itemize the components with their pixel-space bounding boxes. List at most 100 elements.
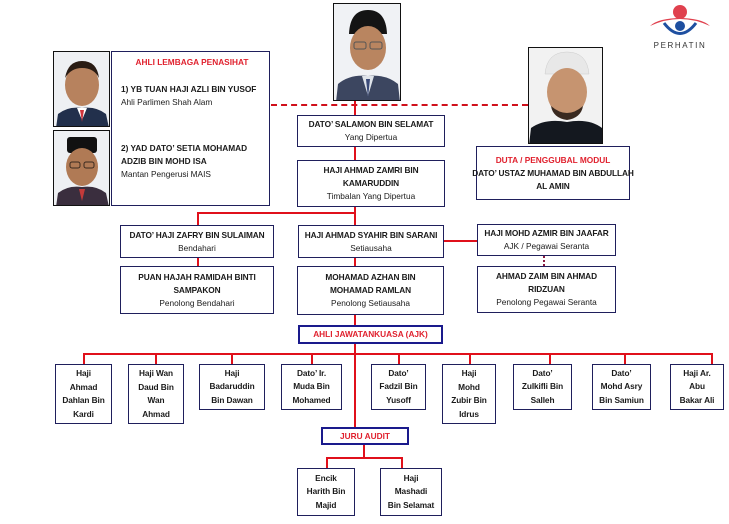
audit-header: JURU AUDIT — [321, 427, 409, 445]
committee-member-8: Dato’ Mohd Asry Bin Samiun — [592, 364, 651, 410]
advisor-2-photo — [53, 130, 110, 206]
advisory-board-title: AHLI LEMBAGA PENASIHAT — [135, 57, 249, 67]
pr-officer-name: HAJI MOHD AZMIR BIN JAAFAR — [484, 228, 609, 238]
committee-member-6: Haji Mohd Zubir Bin Idrus — [442, 364, 496, 424]
president-name: DATO’ SALAMON BIN SELAMAT — [308, 119, 434, 129]
president-role: Yang Dipertua — [344, 132, 398, 142]
ambassador-name-line2: AL AMIN — [536, 180, 570, 191]
connector-treasurer-asst — [197, 258, 199, 267]
auditor-1: Encik Harith Bin Majid — [297, 468, 355, 516]
asst-pr-officer-name-line1: AHMAD ZAIM BIN AHMAD — [496, 271, 597, 281]
connector-top — [354, 100, 356, 116]
secretary-box: HAJI AHMAD SYAHIR BIN SARANI Setiausaha — [298, 225, 444, 258]
connector-ajk-down — [354, 344, 356, 428]
advisory-board-box: AHLI LEMBAGA PENASIHAT 1) YB TUAN HAJI A… — [111, 51, 270, 206]
member-line: Zulkifli Bin — [521, 381, 564, 392]
member-line: Mohd Asry — [600, 381, 643, 392]
advisor-1-name: 1) YB TUAN HAJI AZLI BIN YUSOF — [121, 84, 257, 94]
advisor-2-name-line2: ADZIB BIN MOHD ISA — [121, 156, 207, 166]
president-box: DATO’ SALAMON BIN SELAMAT Yang Dipertua — [297, 115, 445, 147]
treasurer-box: DATO’ HAJI ZAFRY BIN SULAIMAN Bendahari — [120, 225, 274, 258]
member-line: Bakar Ali — [679, 394, 715, 405]
committee-member-2: Haji Wan Daud Bin Wan Ahmad — [128, 364, 184, 424]
member-line: Encik — [315, 472, 337, 483]
member-line: Ahmad — [142, 408, 170, 419]
asst-pr-officer-role: Penolong Pegawai Seranta — [496, 297, 597, 307]
ambassador-photo — [528, 47, 603, 144]
asst-pr-officer-box: AHMAD ZAIM BIN AHMAD RIDZUAN Penolong Pe… — [477, 266, 616, 313]
asst-secretary-name-line1: MOHAMAD AZHAN BIN — [325, 272, 416, 282]
connector-ajk-2 — [155, 353, 157, 365]
vice-president-name-line1: HAJI AHMAD ZAMRI BIN — [323, 165, 419, 175]
connector-ajk-8 — [624, 353, 626, 365]
connector-audit-1 — [326, 457, 328, 468]
asst-secretary-name-line2: MOHAMAD RAMLAN — [329, 285, 412, 295]
member-line: Muda Bin — [293, 381, 330, 392]
connector-ajk-1 — [83, 353, 85, 365]
treasurer-name: DATO’ HAJI ZAFRY BIN SULAIMAN — [129, 229, 265, 240]
connector-audit-down — [363, 445, 365, 458]
member-line: Mashadi — [394, 486, 428, 497]
member-line: Dato’ Ir. — [296, 367, 327, 378]
committee-header: AHLI JAWATANKUASA (AJK) — [298, 325, 443, 344]
ambassador-name-line1: DATO’ USTAZ MUHAMAD BIN ABDULLAH — [472, 167, 634, 178]
pr-officer-role: AJK / Pegawai Seranta — [503, 241, 590, 251]
member-line: Mohamed — [292, 394, 331, 405]
connector-asst-sec-ajk — [354, 315, 356, 325]
committee-member-9: Haji Ar. Abu Bakar Ali — [670, 364, 724, 410]
member-line: Zubir Bin — [451, 395, 487, 405]
committee-title: AHLI JAWATANKUASA (AJK) — [313, 329, 428, 339]
ambassador-title: DUTA / PENGGUBAL MODUL — [495, 154, 611, 165]
connector-ajk-6 — [469, 353, 471, 365]
member-line: Dato’ — [611, 367, 632, 378]
vice-president-role: Timbalan Yang Dipertua — [326, 191, 416, 201]
member-line: Kardi — [73, 408, 94, 419]
member-line: Haji — [461, 368, 477, 378]
connector-pr-asst — [543, 256, 545, 266]
connector-treasurer — [197, 212, 199, 226]
member-line: Idrus — [459, 408, 479, 419]
connector-ajk-horizontal — [83, 353, 712, 355]
asst-treasurer-role: Penolong Bendahari — [159, 297, 235, 308]
committee-member-7: Dato’ Zulkifli Bin Salleh — [513, 364, 572, 410]
member-line: Dahlan Bin — [62, 395, 105, 405]
asst-pr-officer-name-line2: RIDZUAN — [528, 284, 565, 294]
member-line: Dato’ — [388, 367, 409, 378]
connector-vice-down — [354, 207, 356, 226]
vice-president-box: HAJI AHMAD ZAMRI BIN KAMARUDDIN Timbalan… — [297, 160, 445, 207]
member-line: Bin Dawan — [211, 394, 253, 405]
asst-secretary-role: Penolong Setiausaha — [331, 298, 410, 308]
advisor-2-name-line1: 2) YAD DATO’ SETIA MOHAMAD — [121, 143, 248, 153]
secretary-name: HAJI AHMAD SYAHIR BIN SARANI — [304, 229, 438, 240]
member-line: Haji Wan — [139, 368, 173, 378]
advisor-2-role: Mantan Pengerusi MAIS — [121, 169, 211, 179]
committee-member-5: Dato’ Fadzil Bin Yusoff — [371, 364, 426, 410]
member-line: Abu — [689, 381, 705, 392]
asst-secretary-box: MOHAMAD AZHAN BIN MOHAMAD RAMLAN Penolon… — [297, 266, 444, 315]
member-line: Haji — [224, 367, 240, 378]
treasurer-role: Bendahari — [178, 242, 216, 253]
member-line: Haji — [76, 368, 91, 378]
connector-ajk-7 — [549, 353, 551, 365]
member-line: Bin Samiun — [599, 394, 644, 405]
advisory-connector — [271, 104, 528, 106]
perhatin-logo-icon — [650, 5, 710, 35]
member-line: Haji — [403, 472, 419, 483]
president-photo — [333, 3, 401, 101]
member-line: Wan — [147, 395, 165, 405]
ambassador-box: DUTA / PENGGUBAL MODUL DATO’ USTAZ MUHAM… — [472, 146, 634, 200]
member-line: Salleh — [530, 394, 555, 405]
advisor-1-photo — [53, 51, 110, 127]
member-line: Badaruddin — [209, 381, 255, 392]
connector-officers-horizontal — [197, 212, 356, 214]
connector-ajk-9 — [711, 353, 713, 365]
member-line: Yusoff — [386, 394, 411, 405]
committee-member-1: Haji Ahmad Dahlan Bin Kardi — [55, 364, 112, 424]
audit-title: JURU AUDIT — [340, 430, 390, 441]
connector-secretary-pr — [443, 240, 477, 242]
logo-text: PERHATIN — [653, 41, 707, 50]
connector-ajk-4 — [311, 353, 313, 365]
asst-treasurer-name-line1: PUAN HAJAH RAMIDAH BINTI — [138, 271, 256, 282]
advisor-1-role: Ahli Parlimen Shah Alam — [121, 97, 213, 107]
member-line: Mohd — [458, 381, 480, 392]
